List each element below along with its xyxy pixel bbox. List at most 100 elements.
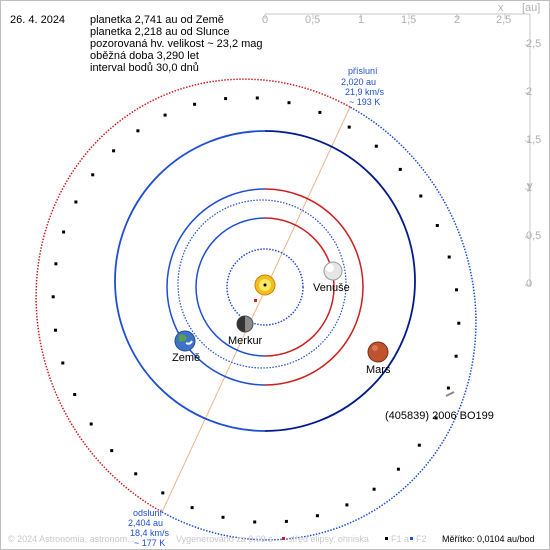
orbit-point: [190, 506, 194, 510]
axes: [264, 13, 531, 286]
venus-label: Venuše: [313, 282, 350, 294]
orbit-point: [224, 97, 228, 101]
earth-orbit: [166, 188, 364, 386]
orbit-point: [89, 422, 93, 426]
x-tick: 2: [454, 14, 461, 26]
orbit-point: [74, 200, 78, 204]
orbit-point: [457, 321, 461, 325]
legend-center-marker: [282, 537, 285, 540]
info-line-interval: interval bodů 30,0 dnů: [90, 62, 199, 74]
orbit-point: [112, 149, 116, 153]
aphelion-distance: 2,404 au: [128, 518, 164, 528]
perihelion-distance: 2,020 au: [341, 77, 377, 87]
orbit-point: [161, 491, 165, 495]
orbit-point: [417, 443, 421, 447]
orbit-point: [193, 102, 197, 106]
orbit-point: [345, 503, 349, 507]
orbit-point: [455, 288, 458, 292]
orbit-point: [73, 393, 77, 396]
orbit-point: [134, 472, 138, 476]
mercury-orbit: [226, 248, 304, 326]
orbit-point: [372, 487, 376, 491]
orbit-point: [398, 167, 402, 171]
venus-icon: [323, 261, 343, 281]
info-line-distance-earth: planetka 2,741 au od Země: [90, 14, 224, 26]
x-tick: 0,5: [305, 14, 321, 26]
orbit-point: [221, 515, 225, 519]
mars-orbit: [114, 130, 416, 432]
perihelion-temperature: ~ 193 K: [349, 97, 381, 107]
x-tick: 2,5: [496, 14, 512, 26]
orbit-point: [419, 194, 423, 198]
mars-icon: [367, 341, 389, 363]
orbit-point: [446, 386, 450, 390]
mars-label: Mars: [366, 364, 391, 376]
x-tick: 1: [358, 14, 365, 26]
orbit-point: [136, 129, 140, 133]
asteroid-orbit: [35, 78, 477, 541]
earth-orbit-dotted: [177, 199, 347, 369]
y-tick: 2,5: [526, 38, 542, 50]
orbit-point: [284, 519, 288, 523]
orbit-point: [434, 416, 438, 420]
sun-icon: [254, 274, 276, 296]
earth-label: Země: [172, 352, 201, 364]
asteroid-marker: [445, 391, 455, 397]
ellipse-center-marker: [254, 299, 257, 302]
orbit-point: [315, 514, 319, 518]
perihelion-speed: 21,9 km/s: [345, 87, 385, 97]
x-tick: 0: [262, 14, 269, 26]
orbit-point: [447, 255, 451, 259]
perihelion-title: přísluní: [348, 66, 378, 76]
y-axis-label: y: [527, 180, 533, 192]
orbit-point: [287, 101, 291, 105]
orbit-point: [51, 295, 55, 299]
orbit-point: [91, 173, 95, 177]
orbit-point: [110, 449, 114, 453]
legend-f1-marker: [385, 537, 388, 540]
orbit-point: [62, 230, 66, 234]
y-tick: 0: [526, 278, 533, 290]
y-tick: 1,5: [526, 134, 542, 146]
mercury-label: Merkur: [228, 335, 263, 347]
orbit-point: [253, 520, 257, 524]
x-tick: 1,5: [401, 14, 417, 26]
aphelion-temperature: ~ 177 K: [134, 538, 166, 548]
asteroid-orbit-points: [51, 96, 461, 524]
info-line-magnitude: pozorovaná hv. velikost ~ 23,2 mag: [90, 38, 263, 50]
orbit-point: [318, 110, 322, 114]
orbit-point: [454, 354, 458, 358]
orbit-point: [374, 144, 378, 148]
legend-center: střed elipsy, ohniska: [288, 534, 369, 544]
generated-time: Vygenerováno za 0,09 s: [176, 534, 273, 544]
legend-f2-marker: [410, 537, 413, 540]
orbit-point: [61, 361, 65, 365]
orbit-point: [435, 224, 439, 227]
mercury-icon: [236, 315, 254, 333]
info-line-distance-sun: planetka 2,218 au od Slunce: [90, 26, 230, 38]
orbit-point: [255, 96, 259, 100]
x-axis-label: x: [498, 2, 504, 14]
venus-orbit: [195, 217, 335, 357]
legend-f1: F1 a: [391, 534, 410, 544]
aphelion-title: odsluní: [133, 508, 163, 518]
y-tick: 1: [526, 182, 533, 194]
earth-icon: [174, 330, 196, 352]
legend-f2: F2: [416, 534, 427, 544]
y-tick: 2: [526, 86, 533, 98]
y-tick: 0,5: [526, 230, 542, 242]
asteroid-name: (405839) 2006 BO199: [385, 410, 494, 422]
scale-label: Měřítko: 0,0104 au/bod: [442, 534, 535, 544]
orbit-point: [54, 262, 58, 266]
aphelion-speed: 18,4 km/s: [130, 528, 170, 538]
orbit-point: [54, 328, 57, 332]
orbit-point: [396, 467, 400, 471]
unit-label: [au]: [522, 2, 541, 14]
info-line-period: oběžná doba 3,290 let: [90, 50, 199, 62]
apsides-line: [161, 106, 351, 513]
orbit-point: [347, 125, 351, 129]
date-label: 26. 4. 2024: [10, 14, 66, 26]
orbit-point: [163, 113, 167, 117]
copyright: © 2024 Astronomia, astronom...: [8, 534, 135, 544]
